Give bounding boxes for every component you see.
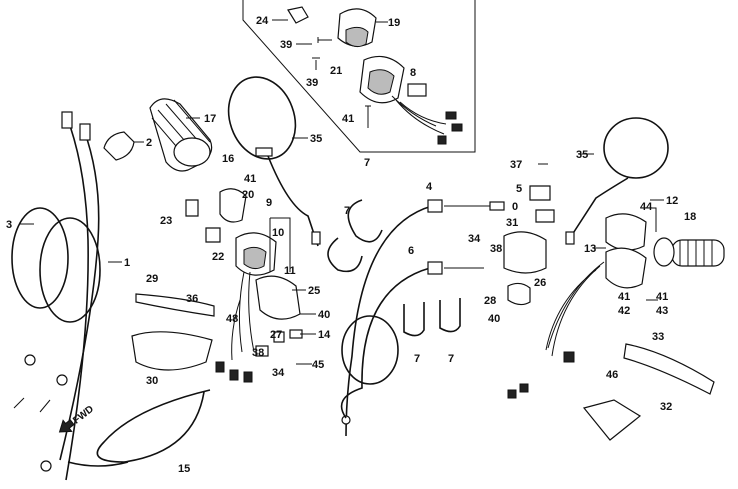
callout-38: 38 [252, 347, 264, 359]
arrow-icon [58, 419, 75, 433]
callout-22: 22 [212, 251, 224, 263]
inset-switch-assembly [287, 6, 463, 145]
right-grip [653, 237, 725, 267]
callout-41: 41 [342, 113, 354, 125]
inset-frame [242, 0, 476, 153]
right-handlebar-switch [507, 213, 647, 399]
callout-6: 6 [408, 245, 414, 257]
choke-cable [67, 389, 211, 467]
callout-34: 34 [272, 367, 285, 379]
cable-clamp-7b [327, 237, 363, 273]
callout-24: 24 [256, 15, 269, 27]
callout-41: 41 [656, 291, 668, 303]
callout-16: 16 [222, 153, 234, 165]
cable-4 [345, 205, 433, 437]
clutch-lever [135, 293, 215, 317]
callout-labels: 24 19 39 39 21 8 41 17 2 35 16 41 20 23 … [6, 15, 696, 475]
callout-27: 27 [270, 329, 282, 341]
callout-5: 5 [516, 183, 522, 195]
callout-38: 38 [490, 243, 502, 255]
lever-cover [131, 331, 213, 371]
callout-14: 14 [318, 329, 331, 341]
callout-46: 46 [606, 369, 618, 381]
callout-15: 15 [178, 463, 190, 475]
callout-7: 7 [448, 353, 454, 365]
callout-41: 41 [618, 291, 630, 303]
fwd-label: FWD [71, 404, 96, 427]
callout-7: 7 [414, 353, 420, 365]
forward-arrow-indicator: FWD [58, 404, 96, 433]
callout-36: 36 [186, 293, 198, 305]
callout-35: 35 [310, 133, 322, 145]
part-23-clip [185, 199, 199, 217]
cable-clamp-7d [439, 298, 461, 333]
callout-12: 12 [666, 195, 678, 207]
callout-39: 39 [280, 39, 292, 51]
callout-30: 30 [146, 375, 158, 387]
callout-42: 42 [618, 305, 630, 317]
callout-37: 37 [510, 159, 522, 171]
callout-40: 40 [488, 313, 500, 325]
brake-lever [623, 343, 715, 395]
callout-26: 26 [534, 277, 546, 289]
callout-8: 8 [410, 67, 416, 79]
callout-21: 21 [330, 65, 342, 77]
callout-20: 20 [242, 189, 254, 201]
callout-28: 28 [484, 295, 496, 307]
right-mirror [565, 117, 669, 245]
callout-1: 1 [124, 257, 130, 269]
left-mirror [227, 76, 321, 247]
cable-clamp-7c [403, 302, 425, 337]
part-32-block [582, 399, 642, 441]
cable-clamp-7a [347, 199, 383, 243]
callout-45: 45 [312, 359, 324, 371]
callout-0: 0 [512, 201, 518, 213]
callout-3: 3 [6, 219, 12, 231]
part-31-clamp [535, 209, 555, 223]
callout-44: 44 [640, 201, 653, 213]
callout-11: 11 [284, 265, 296, 277]
callout-10: 10 [272, 227, 284, 239]
callout-41: 41 [244, 173, 256, 185]
callout-40: 40 [318, 309, 330, 321]
callout-43: 43 [656, 305, 668, 317]
callout-7: 7 [364, 157, 370, 169]
cable-6 [340, 267, 431, 419]
callout-13: 13 [584, 243, 596, 255]
part-28-cap [507, 282, 531, 306]
part-2-cover [103, 131, 135, 161]
part-5-holder [529, 185, 551, 201]
master-cylinder [503, 231, 547, 274]
callout-23: 23 [160, 215, 172, 227]
callout-4: 4 [426, 181, 433, 193]
callout-19: 19 [388, 17, 400, 29]
callout-29: 29 [146, 273, 158, 285]
callout-48: 48 [226, 313, 238, 325]
left-handlebar-switch [215, 232, 303, 383]
callout-39: 39 [306, 77, 318, 89]
callout-35: 35 [576, 149, 588, 161]
callout-32: 32 [660, 401, 672, 413]
throttle-grip [149, 98, 213, 172]
part-20-housing [219, 188, 247, 223]
callout-25: 25 [308, 285, 320, 297]
callout-33: 33 [652, 331, 664, 343]
callout-17: 17 [204, 113, 216, 125]
part-22-clip [205, 227, 221, 243]
throttle-cables [11, 111, 101, 481]
leader-lines [20, 19, 664, 365]
callout-34: 34 [468, 233, 481, 245]
callout-2: 2 [146, 137, 152, 149]
callout-7: 7 [344, 205, 350, 217]
callout-31: 31 [506, 217, 518, 229]
callout-9: 9 [266, 197, 272, 209]
callout-18: 18 [684, 211, 696, 223]
